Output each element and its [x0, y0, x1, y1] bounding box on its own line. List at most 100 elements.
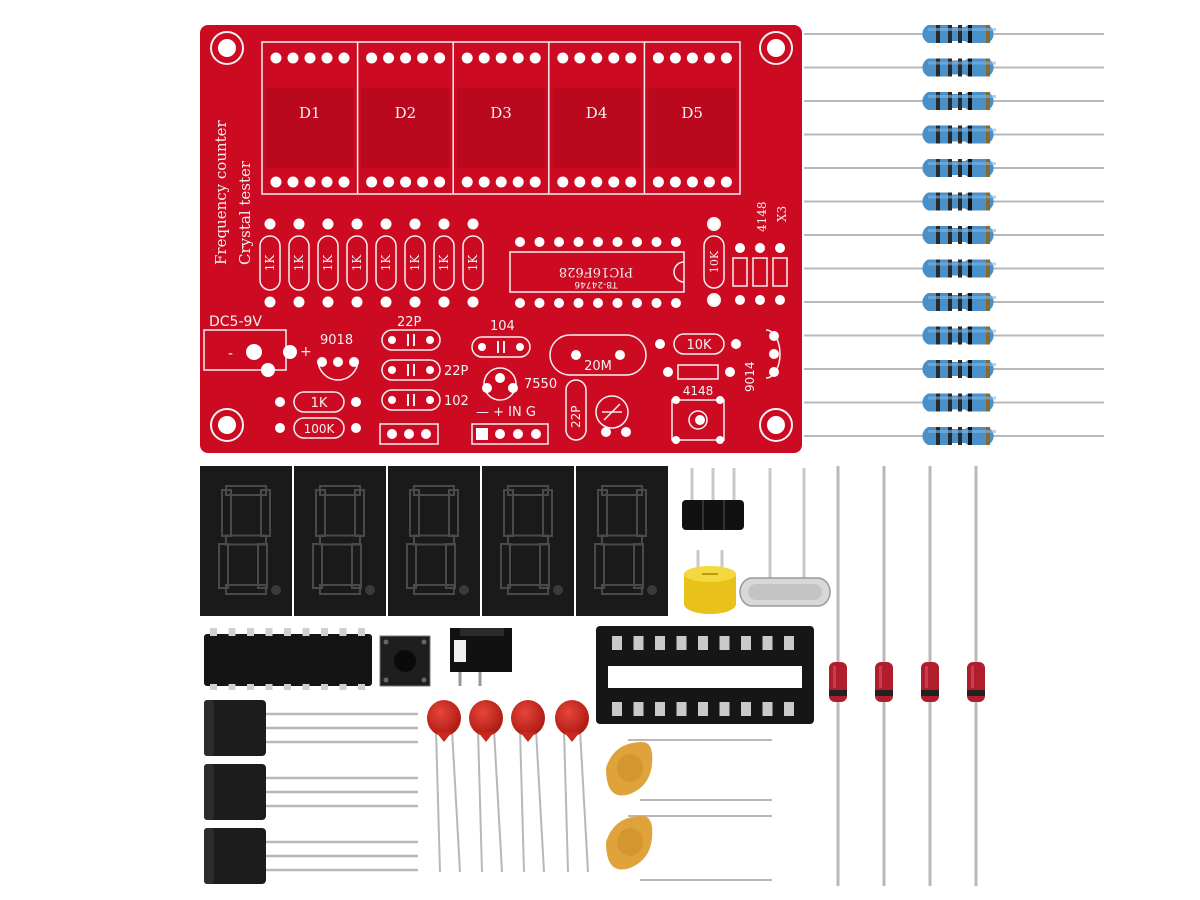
resistor-footprint-label: 1K [379, 254, 393, 272]
diode-4148-b-label: 4148 [683, 384, 714, 398]
ceramic-disc-capacitors [427, 700, 589, 873]
cap-22p-vertical-label: 22P [569, 405, 583, 428]
r1k-label: 1K [311, 396, 328, 411]
r10k-b-label: 10K [686, 338, 712, 353]
resistor-footprint-label: 1K [321, 254, 335, 272]
resistor [922, 25, 996, 43]
t9018-label: 9018 [320, 333, 353, 348]
resistor [922, 58, 996, 77]
resistor-footprints: 1K 1K 1K 1K 1K 1K 1K 1K [259, 218, 484, 308]
resistor [922, 192, 996, 211]
t9014-label: 9014 [743, 361, 757, 392]
resistor [922, 259, 996, 278]
tact-switch [379, 635, 431, 687]
resistor [922, 226, 996, 244]
pcb-board: D1 D2 D3 D4 D5 Frequency counter Crystal tes… [200, 25, 802, 453]
power-minus: - [228, 346, 233, 362]
board-title-crystal: Crystal tester [236, 160, 254, 265]
resistor-footprint-label: 1K [263, 254, 277, 272]
digit-label: D1 [299, 104, 321, 122]
transistor [204, 828, 418, 884]
diode [875, 466, 893, 886]
resistor [922, 427, 996, 445]
ic-label: PIC16F628 [559, 264, 633, 279]
resistor-footprint-label: 1K [408, 254, 422, 272]
resistor [922, 326, 996, 345]
resistor [922, 393, 996, 412]
display-footprint [261, 41, 741, 195]
ic-chip [204, 628, 372, 690]
crystal-oscillator [739, 468, 831, 607]
capacitor-footprints: 22P 22P 102 104 [381, 315, 531, 411]
trimmer-capacitor [684, 550, 736, 614]
digit-label: D2 [395, 104, 417, 122]
resistors-loose [804, 25, 1104, 445]
transistors [204, 700, 418, 884]
diode-footprints: 4148 X3 [732, 201, 789, 305]
ic-socket [596, 626, 814, 724]
seven-segment-digit [576, 466, 668, 616]
seven-segment-digit [200, 466, 292, 616]
resistor [922, 159, 996, 177]
transistor-9014-footprint: 9014 [743, 329, 781, 392]
resistor-footprint-label: 1K [292, 254, 306, 272]
cap-102-label: 102 [444, 394, 469, 409]
disc-capacitor [511, 700, 545, 873]
resistor-footprint-label: 1K [437, 254, 451, 272]
cap-22p-label: 22P [397, 315, 422, 330]
disc-capacitor [555, 700, 589, 873]
transistor [204, 700, 418, 756]
monolithic-capacitors [606, 739, 772, 881]
reg-7550-footprint: 7550 [482, 367, 557, 401]
digit-label: D4 [586, 104, 608, 122]
transistor [204, 764, 418, 820]
cap-104-label: 104 [490, 319, 515, 334]
ic-sublabel: T8-24746 [574, 279, 618, 289]
header-pins [682, 468, 744, 530]
resistor-footprint-label: 1K [466, 254, 480, 272]
transistor-9018-footprint: 9018 [317, 333, 359, 381]
seven-segment-digit [388, 466, 480, 616]
cap-22p-label-b: 22P [444, 364, 469, 379]
resistor [922, 92, 996, 110]
diode-label-4148: 4148 [755, 201, 769, 232]
monolithic-capacitor [606, 739, 772, 801]
r10k-footprint: 10K [703, 217, 725, 307]
resistor [922, 125, 996, 144]
dc-power-jack [450, 628, 512, 686]
input-header-footprint: — + IN G [379, 405, 549, 445]
disc-capacitor [469, 700, 503, 873]
reg-7550-label: 7550 [524, 377, 557, 392]
digit-label: D5 [681, 104, 703, 122]
diodes [829, 466, 985, 886]
ic-footprint: PIC16F628 T8-24746 [509, 237, 685, 308]
small-resistors: 1K 100K [275, 391, 361, 439]
input-label: — + IN G [476, 405, 536, 420]
resistor-footprint-label: 1K [350, 254, 364, 272]
board-title-frequency: Frequency counter [212, 119, 230, 265]
resistor [922, 360, 996, 378]
digit-footprints: D1 D2 D3 D4 D5 [266, 42, 736, 194]
crystal-ref-x3: X3 [775, 206, 789, 222]
crystal-20m-label: 20M [584, 359, 612, 374]
disc-capacitor [427, 700, 461, 873]
mounting-holes [210, 31, 793, 442]
crystal-20m-footprint: 20M [549, 334, 647, 376]
display-pads [270, 52, 732, 188]
diode [921, 466, 939, 886]
diode [967, 466, 985, 886]
digit-label: D3 [490, 104, 512, 122]
r10k-label: 10K [708, 250, 721, 273]
power-label: DC5-9V [209, 314, 262, 330]
resistor [922, 293, 996, 311]
seven-segment-digit [294, 466, 386, 616]
r100k-label: 100K [304, 422, 336, 436]
right-lower-footprints: 10K 4148 [655, 333, 741, 444]
power-jack-footprint: DC5-9V - + [203, 314, 312, 377]
cap-vertical-footprint: 22P [565, 379, 631, 441]
seven-segment-digit [482, 466, 574, 616]
diode [829, 466, 847, 886]
power-plus: + [300, 344, 312, 360]
monolithic-capacitor [606, 815, 772, 881]
